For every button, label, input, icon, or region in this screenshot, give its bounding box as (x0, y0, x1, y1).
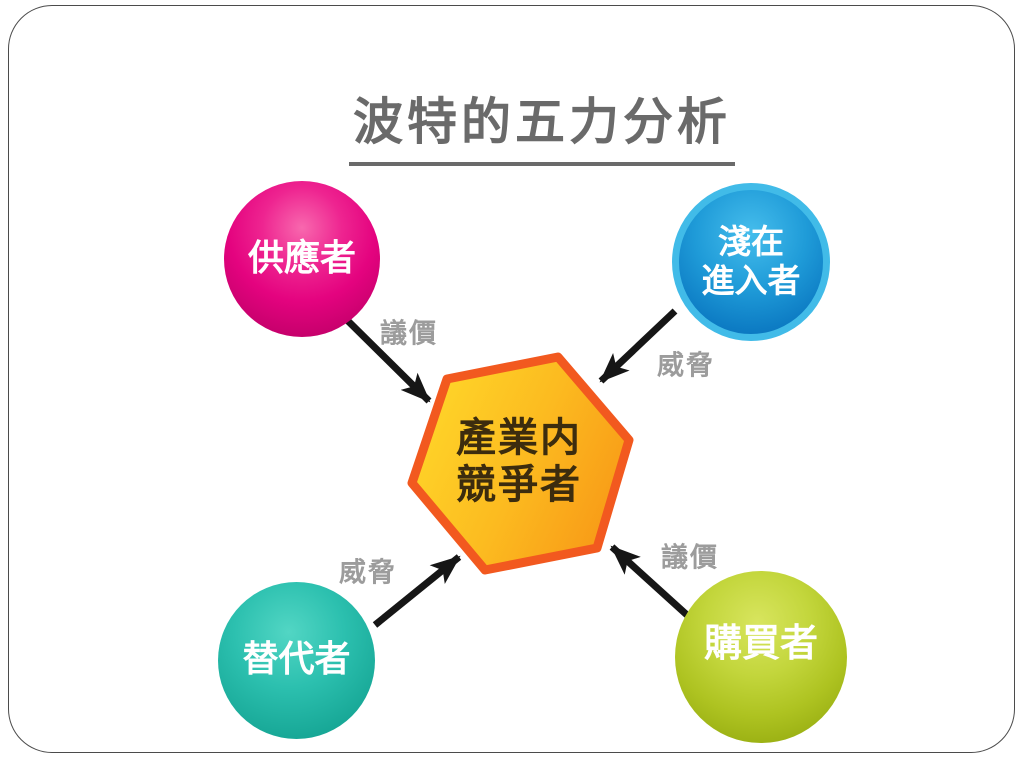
substitutes-label: 替代者 (242, 639, 351, 681)
supplier-arrow-label: 議價 (380, 318, 438, 350)
potential-entrants-label: 淺在 進入者 (701, 222, 801, 300)
industry-competitors-label: 產業内 競爭者 (456, 414, 582, 508)
arrow-buyer-bargaining (609, 544, 690, 618)
entrant-arrow-label: 威脅 (657, 350, 715, 382)
suppliers-circle: 供應者 (224, 181, 380, 337)
page-title: 波特的五力分析 (349, 82, 735, 166)
buyer-arrow-label: 議價 (661, 542, 719, 574)
buyers-circle: 購買者 (675, 571, 847, 743)
arrow-substitute-threat (372, 554, 462, 628)
potential-entrants-circle: 淺在 進入者 (672, 183, 830, 341)
substitutes-circle: 替代者 (218, 582, 375, 739)
arrow-supplier-bargaining (343, 316, 432, 404)
substitute-arrow-label: 威脅 (339, 557, 397, 589)
buyers-label: 購買者 (703, 620, 818, 665)
arrow-entrant-threat (598, 308, 678, 384)
suppliers-label: 供應者 (247, 237, 356, 279)
hexagon-shape (407, 352, 634, 575)
